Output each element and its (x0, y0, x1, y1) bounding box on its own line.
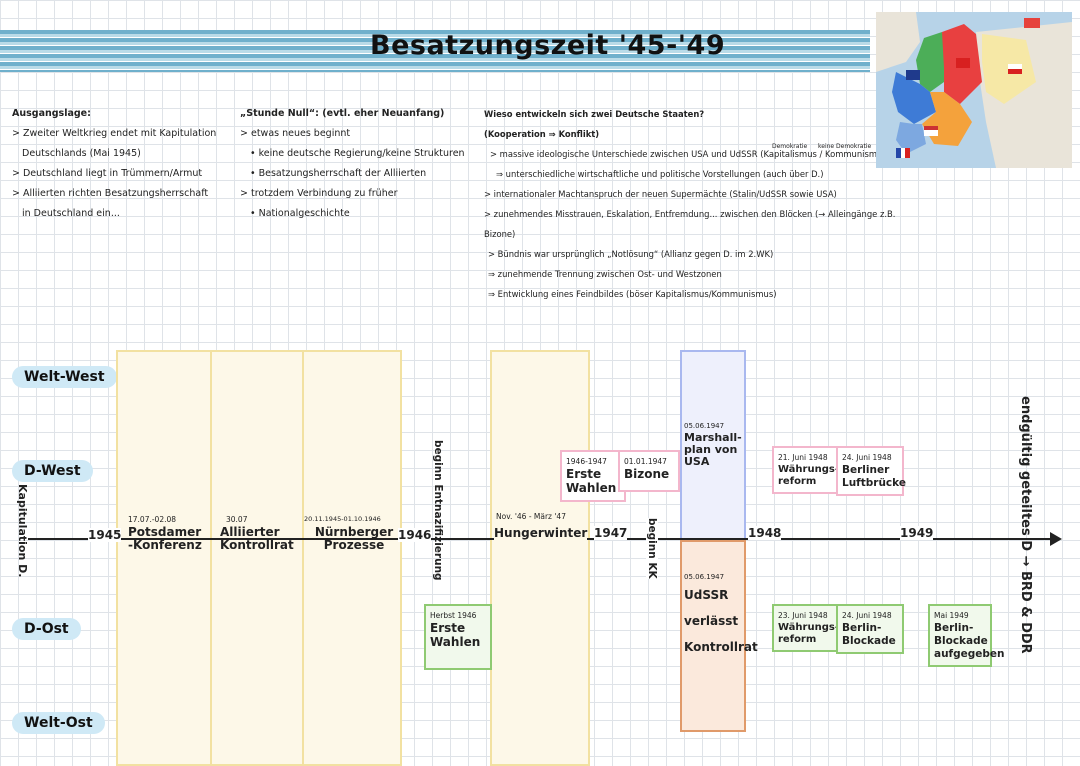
year-1949: 1949 (900, 526, 934, 540)
event-berlin-blockade: 24. Juni 1948 Berlin-Blockade (836, 604, 904, 654)
period-box-hungerwinter (490, 350, 590, 766)
udssr-column (680, 540, 746, 732)
col3-sub: (Kooperation ⇒ Konflikt) (484, 129, 600, 139)
col2-line: • Nationalgeschichte (250, 208, 350, 219)
year-1947: 1947 (594, 526, 628, 540)
event-title: Berlin-Blockade aufgegeben (934, 622, 1005, 660)
col2-line: • Besatzungsherrschaft der Alliierten (250, 168, 427, 179)
event-waehrungsreform-west: 21. Juni 1948 Währungs-reform (772, 446, 840, 494)
event-date: 1946-1947 (566, 457, 607, 466)
event-title: Berliner Luftbrücke (842, 464, 906, 489)
note-no-democracy: keine Demokratie (818, 143, 872, 150)
event-marshallplan: 05.06.1947 Marshall-plan von USA (684, 420, 742, 468)
title-band (0, 30, 870, 72)
col3-line: ⇒ unterschiedliche wirtschaftliche und p… (496, 169, 824, 179)
nuernberg-label: Nürnberger Prozesse (314, 525, 394, 552)
event-erste-wahlen-west: 1946-1947 Erste Wahlen (560, 450, 626, 502)
col2-line: > etwas neues beginnt (240, 128, 351, 139)
col3-line: ⇒ Entwicklung eines Feindbildes (böser K… (488, 289, 777, 299)
notes-column-1: Ausgangslage: > Zweiter Weltkrieg endet … (12, 104, 232, 224)
event-title: Währungs-reform (778, 622, 839, 645)
event-title: Erste Wahlen (430, 621, 481, 649)
event-erste-wahlen-ost: Herbst 1946 Erste Wahlen (424, 604, 492, 670)
event-udssr-verlaesst: 05.06.1947 UdSSR verlässt Kontrollrat (684, 572, 758, 660)
col2-head: „Stunde Null“: (evtl. eher Neuanfang) (240, 108, 445, 119)
period-box-potsdam (116, 350, 212, 766)
event-date: 24. Juni 1948 (842, 453, 892, 462)
hungerwinter-date: Nov. '46 - März '47 (496, 512, 566, 521)
year-1945: 1945 (88, 528, 122, 542)
col3-line: > zunehmendes Misstrauen, Eskalation, En… (484, 209, 896, 239)
page-title: Besatzungszeit '45-'49 (370, 30, 726, 61)
event-bizone: 01.01.1947 Bizone (618, 450, 680, 492)
col2-line: > trotzdem Verbindung zu früher (240, 188, 398, 199)
year-1946: 1946 (398, 528, 432, 542)
col3-line: ⇒ zunehmende Trennung zwischen Ost- und … (488, 269, 722, 279)
col1-line: > Zweiter Weltkrieg endet mit Kapitulati… (12, 128, 217, 139)
col3-line: > Bündnis war ursprünglich „Notlösung“ (… (488, 249, 774, 259)
row-label-d-ost: D-Ost (12, 618, 81, 640)
event-date: 01.01.1947 (624, 457, 667, 466)
event-date: Herbst 1946 (430, 611, 477, 620)
period-box-nuernberg (302, 350, 402, 766)
event-title: Berlin-Blockade (842, 622, 896, 647)
event-date: Mai 1949 (934, 611, 969, 620)
kontrollrat-label: Alliierter Kontrollrat (220, 525, 294, 552)
event-title: Bizone (624, 467, 670, 481)
hungerwinter-label: Hungerwinter (494, 526, 588, 540)
nuernberg-date: 20.11.1945-01.10.1946 (304, 515, 381, 523)
col1-line: > Deutschland liegt in Trümmern/Armut (12, 168, 203, 179)
col1-line: Deutschlands (Mai 1945) (22, 148, 141, 159)
potsdam-label: Potsdamer -Konferenz (128, 525, 202, 552)
year-1948: 1948 (748, 526, 782, 540)
zones-map-drawing (876, 12, 1072, 168)
beginn-kk-label: beginn KK (646, 518, 658, 579)
event-title: Marshall-plan von USA (684, 431, 742, 468)
event-title: UdSSR verlässt Kontrollrat (684, 588, 758, 654)
occupation-zones-map (876, 12, 1072, 168)
event-date: 23. Juni 1948 (778, 611, 828, 620)
event-date: 05.06.1947 (684, 422, 725, 430)
row-label-welt-ost: Welt-Ost (12, 712, 105, 734)
col3-line: > massive ideologische Unterschiede zwis… (490, 149, 890, 159)
col3-head: Wieso entwickeln sich zwei Deutsche Staa… (484, 109, 705, 119)
col2-line: • keine deutsche Regierung/keine Struktu… (250, 148, 465, 159)
event-title: Währungs-reform (778, 464, 839, 487)
event-blockade-aufgegeben: Mai 1949 Berlin-Blockade aufgegeben (928, 604, 1005, 667)
col1-head: Ausgangslage: (12, 108, 91, 119)
event-date: 05.06.1947 (684, 573, 725, 581)
event-title: Erste Wahlen (566, 467, 617, 495)
event-waehrungsreform-ost: 23. Juni 1948 Währungs-reform (772, 604, 840, 652)
endgueltig-geteilt-label: endgültig geteiltes D → BRD & DDR (1018, 396, 1033, 654)
row-label-welt-west: Welt-West (12, 366, 117, 388)
col3-line: > internationaler Machtanspruch der neue… (484, 189, 837, 199)
notes-column-2: „Stunde Null“: (evtl. eher Neuanfang) > … (240, 104, 475, 224)
notes-column-3: Wieso entwickeln sich zwei Deutsche Staa… (484, 104, 904, 304)
event-berliner-luftbruecke: 24. Juni 1948 Berliner Luftbrücke (836, 446, 906, 496)
timeline-arrow-icon (1050, 532, 1062, 546)
event-date: 21. Juni 1948 (778, 453, 828, 462)
potsdam-date: 17.07.-02.08 (128, 515, 177, 524)
col1-line: in Deutschland ein... (22, 208, 120, 219)
period-box-kontrollrat (210, 350, 304, 766)
entnazifizierung-label: beginn Entnazifizierung (432, 440, 444, 581)
note-democracy: Demokratie (772, 143, 808, 150)
col1-line: > Alliierten richten Besatzungsherrschaf… (12, 188, 209, 199)
kapitulation-label: Kapitulation D. (16, 484, 29, 578)
row-label-d-west: D-West (12, 460, 93, 482)
event-date: 24. Juni 1948 (842, 611, 892, 620)
kontrollrat-date: 30.07 (226, 515, 248, 524)
